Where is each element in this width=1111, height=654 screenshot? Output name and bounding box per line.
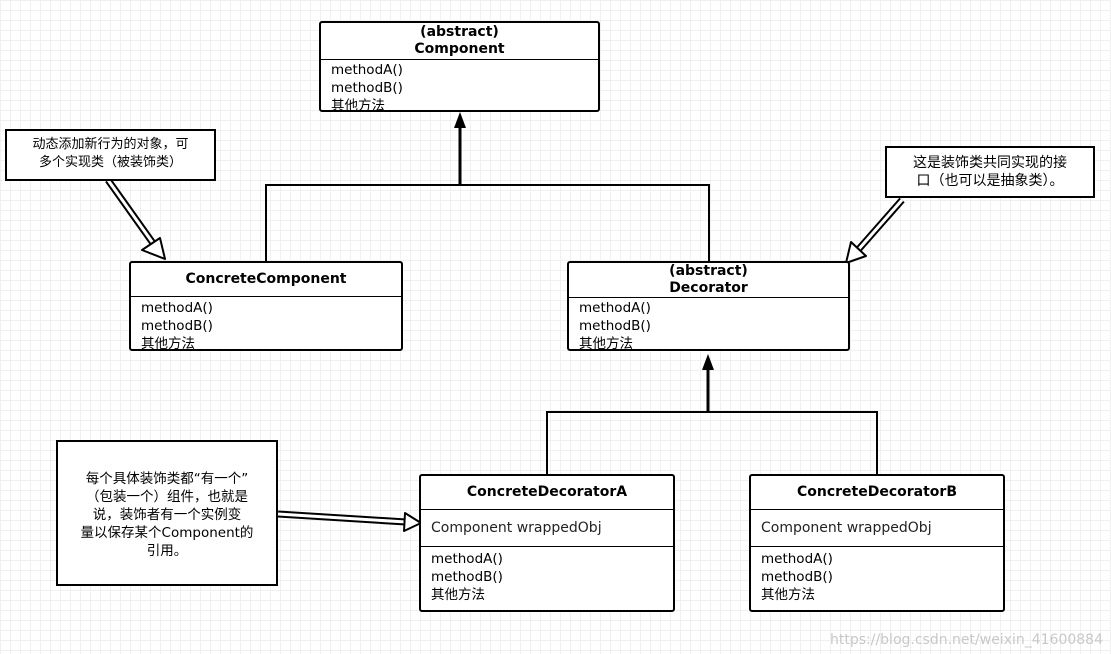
concrete-decorator-a-method-a: methodA()	[431, 551, 503, 567]
concrete-decorator-b-method-other: 其他方法	[761, 587, 815, 603]
decorator-class[interactable]: (abstract) Decorator methodA() methodB()…	[567, 261, 850, 353]
concrete-decorator-a-methods: methodA() methodB() 其他方法	[421, 547, 673, 604]
component-class[interactable]: (abstract) Component methodA() methodB()…	[319, 21, 600, 115]
inheritance-arrowhead-component	[454, 112, 466, 128]
decorator-method-other: 其他方法	[579, 336, 633, 352]
note-decorator-line2: 口（也可以是抽象类）。	[916, 173, 1064, 189]
concrete-component-name: ConcreteComponent	[185, 271, 347, 287]
note-decorator-line1: 这是装饰类共同实现的接	[913, 155, 1067, 171]
concrete-decorator-a-field: Component wrappedObj	[421, 510, 673, 547]
note-arrow-decorator	[845, 197, 905, 264]
decorator-name: Decorator	[669, 280, 748, 296]
decorator-method-b: methodB()	[579, 318, 651, 334]
note-concrete-component-line1: 动态添加新行为的对象，可	[32, 137, 189, 152]
decorator-header: (abstract) Decorator	[569, 263, 848, 298]
note-concrete-decorator[interactable]: 每个具体装饰类都“有一个” （包装一个）组件，也就是 说，装饰者有一个实例变 量…	[56, 440, 278, 586]
inheritance-arrowhead-decorator	[702, 354, 714, 370]
inheritance-line-concrete-decorators	[546, 411, 878, 475]
concrete-decorator-b-method-a: methodA()	[761, 551, 833, 567]
component-header: (abstract) Component	[321, 23, 598, 60]
note-arrow-concrete-decorator	[277, 510, 422, 532]
concrete-decorator-b-class[interactable]: ConcreteDecoratorB Component wrappedObj …	[749, 474, 1005, 612]
decorator-stereotype: (abstract)	[669, 263, 748, 279]
concrete-decorator-a-class[interactable]: ConcreteDecoratorA Component wrappedObj …	[419, 474, 675, 612]
inheritance-line-concrete-component	[265, 184, 710, 262]
concrete-decorator-b-field: Component wrappedObj	[751, 510, 1003, 547]
component-method-other: 其他方法	[331, 98, 385, 114]
watermark: https://blog.csdn.net/weixin_41600884	[829, 632, 1103, 648]
concrete-component-header: ConcreteComponent	[131, 263, 401, 297]
concrete-decorator-b-name: ConcreteDecoratorB	[796, 484, 957, 500]
component-stereotype: (abstract)	[420, 24, 499, 40]
note-concrete-decorator-line5: 引用。	[146, 543, 188, 559]
concrete-decorator-a-header: ConcreteDecoratorA	[421, 476, 673, 510]
note-concrete-decorator-line4: 量以保存某个Component的	[80, 525, 254, 541]
component-name: Component	[414, 41, 505, 57]
concrete-decorator-b-methods: methodA() methodB() 其他方法	[751, 547, 1003, 604]
component-methods: methodA() methodB() 其他方法	[321, 60, 598, 115]
note-decorator[interactable]: 这是装饰类共同实现的接 口（也可以是抽象类）。	[885, 146, 1095, 198]
concrete-component-methods: methodA() methodB() 其他方法	[131, 297, 401, 353]
concrete-decorator-a-name: ConcreteDecoratorA	[466, 484, 628, 500]
concrete-decorator-b-method-b: methodB()	[761, 569, 833, 585]
note-concrete-component[interactable]: 动态添加新行为的对象，可 多个实现类（被装饰类）	[5, 129, 216, 181]
note-concrete-decorator-line2: （包装一个）组件，也就是	[86, 489, 248, 505]
component-method-b: methodB()	[331, 80, 403, 96]
decorator-method-a: methodA()	[579, 300, 651, 316]
concrete-component-class[interactable]: ConcreteComponent methodA() methodB() 其他…	[129, 261, 403, 353]
note-concrete-decorator-line1: 每个具体装饰类都“有一个”	[85, 471, 249, 487]
decorator-methods: methodA() methodB() 其他方法	[569, 298, 848, 353]
concrete-component-method-b: methodB()	[141, 318, 213, 334]
concrete-decorator-a-method-b: methodB()	[431, 569, 503, 585]
concrete-decorator-b-header: ConcreteDecoratorB	[751, 476, 1003, 510]
concrete-component-method-a: methodA()	[141, 300, 213, 316]
concrete-component-method-other: 其他方法	[141, 336, 195, 352]
concrete-decorator-a-method-other: 其他方法	[431, 587, 485, 603]
note-arrow-concrete-component	[105, 177, 166, 260]
note-concrete-decorator-line3: 说，装饰者有一个实例变	[92, 507, 242, 523]
note-concrete-component-line2: 多个实现类（被装饰类）	[38, 155, 182, 170]
component-method-a: methodA()	[331, 62, 403, 78]
